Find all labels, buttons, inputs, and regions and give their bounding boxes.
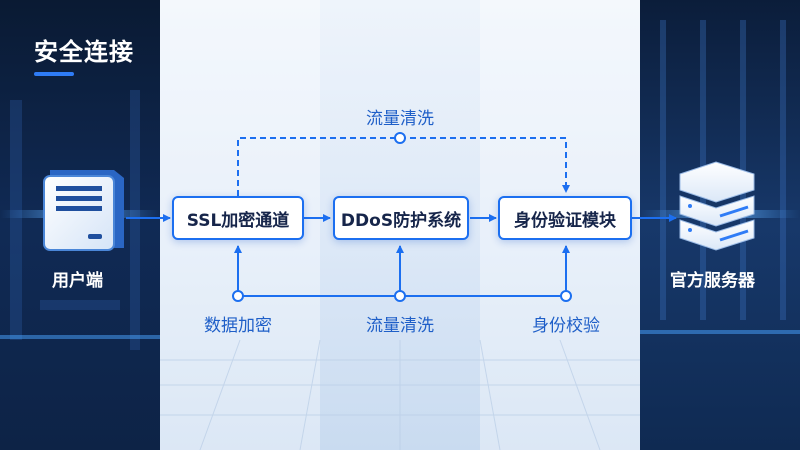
server-label: 官方服务器 [670, 271, 755, 291]
auth-module-node: 身份验证模块 [498, 196, 632, 240]
server-stack-icon [679, 161, 755, 251]
ssl-channel-node: SSL加密通道 [172, 196, 304, 240]
bottom-label-identity: 身份校验 [532, 316, 600, 336]
bus-dot-left [232, 290, 244, 302]
bottom-label-traffic: 流量清洗 [366, 316, 434, 336]
bottom-label-encryption: 数据加密 [204, 316, 272, 336]
client-computer-icon [43, 170, 124, 251]
dashed-bypass-line [237, 137, 570, 196]
bypass-node-dot [394, 132, 406, 144]
bus-dot-right [560, 290, 572, 302]
title-underline [34, 72, 74, 76]
ddos-protection-node: DDoS防护系统 [333, 196, 469, 240]
page-title: 安全连接 [34, 38, 134, 66]
top-bypass-label: 流量清洗 [366, 109, 434, 129]
bus-dot-middle [394, 290, 406, 302]
client-label: 用户端 [52, 271, 103, 291]
